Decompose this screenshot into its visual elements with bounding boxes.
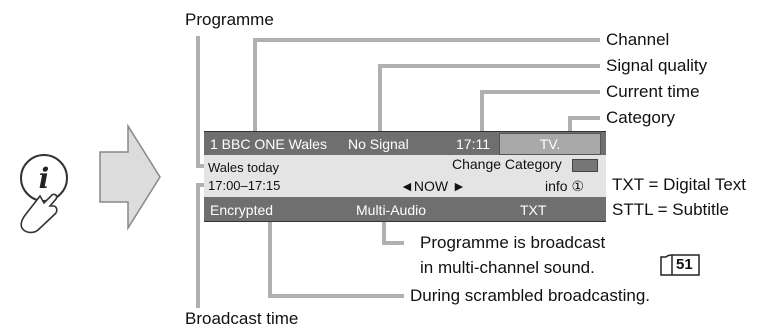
banner-broadcast-time: 17:00–17:15 [208,178,281,193]
programme-label: Programme [185,10,274,29]
channel-leader [253,38,600,138]
multi-audio-leader [382,218,404,245]
multi-channel-note-line1: Programme is broadcast [420,233,606,252]
scrambled-note: During scrambled broadcasting. [410,286,651,305]
broadcast-time-leader [196,183,206,308]
banner-channel: 1 BBC ONE Wales [210,136,327,152]
right-arrow-icon [99,123,161,231]
page-reference-number: 51 [676,256,693,273]
banner-multi-audio: Multi-Audio [356,202,427,218]
signal-quality-leader [378,64,600,138]
banner-time: 17:11 [456,136,490,152]
multi-channel-note-line2: in multi-channel sound. [420,258,595,277]
banner-change-category[interactable]: Change Category [452,156,562,172]
banner-info[interactable]: info ① [545,178,585,194]
banner-txt: TXT [520,202,547,218]
page-reference-icon [660,254,700,276]
programme-leader [196,36,206,168]
signal-quality-label: Signal quality [606,56,708,75]
banner-category-box[interactable]: TV. [499,133,601,155]
broadcast-time-label: Broadcast time [185,309,299,328]
encrypted-leader [268,218,404,298]
banner-bottom-bar [204,197,606,222]
banner-now-nav[interactable]: ◄NOW ► [400,178,466,194]
txt-note: TXT = Digital Text [612,175,747,194]
banner-encrypted: Encrypted [210,202,274,218]
change-category-color-key [572,159,598,172]
banner-middle-bar [204,155,606,197]
current-time-leader [480,90,600,138]
category-leader [568,116,600,133]
banner-signal: No Signal [348,136,409,152]
current-time-label: Current time [606,82,700,101]
channel-label: Channel [606,30,670,49]
info-hand-icon: i [20,154,68,234]
svg-text:i: i [39,162,50,195]
banner-category: TV. [539,136,561,152]
sttl-note: STTL = Subtitle [612,200,730,219]
category-label: Category [606,108,675,127]
banner-programme: Wales today [208,160,280,175]
